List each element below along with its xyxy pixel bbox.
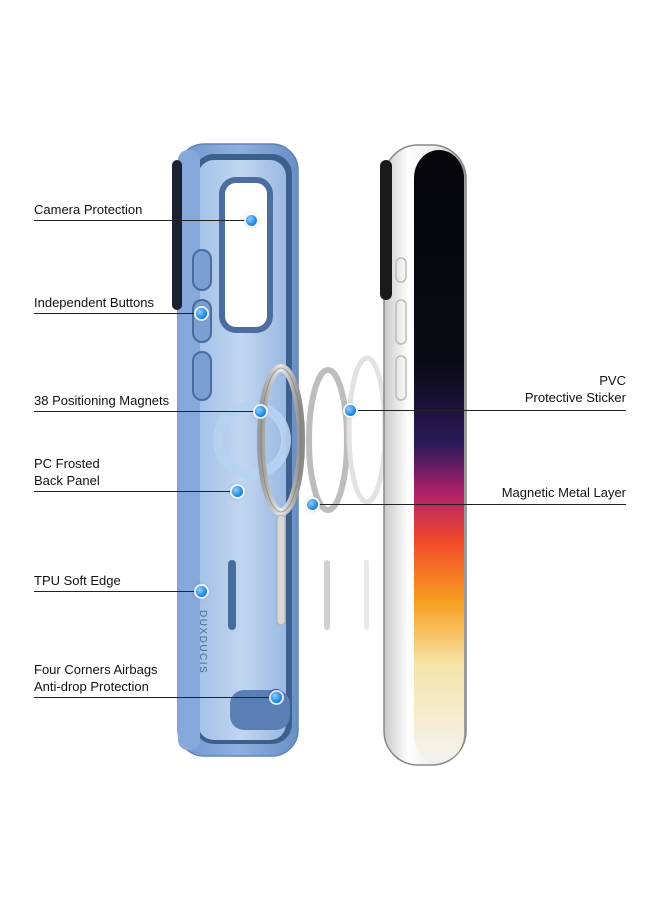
airbags-dot	[271, 692, 282, 703]
tpu-soft-edge-label: TPU Soft Edge	[34, 573, 121, 588]
positioning-magnets-dot	[255, 406, 266, 417]
back-panel-label-line1: PC Frosted	[34, 456, 100, 471]
brand-text: DUXDUCIS	[197, 610, 208, 674]
back-panel-dot	[232, 486, 243, 497]
metal-layer-line	[312, 504, 626, 505]
positioning-magnets-label: 38 Positioning Magnets	[34, 393, 170, 408]
airbags-label-line1: Four Corners Airbags	[34, 662, 158, 677]
airbags-label-line2: Anti-drop Protection	[34, 679, 149, 694]
tpu-soft-edge-dot	[196, 586, 207, 597]
camera-protection-label: Camera Protection	[34, 202, 143, 217]
camera-protection-dot	[246, 215, 257, 226]
metal-layer-dot	[307, 499, 318, 510]
tpu-soft-edge-line	[34, 591, 202, 592]
positioning-magnets-line	[34, 411, 260, 412]
independent-buttons-line	[34, 313, 202, 314]
back-panel-label-line2: Back Panel	[34, 473, 100, 488]
phone-case	[172, 143, 299, 757]
pvc-label-line1: PVC	[599, 373, 626, 388]
pvc-dot	[345, 405, 356, 416]
pvc-line	[350, 410, 626, 411]
pvc-label-line2: Protective Sticker	[524, 390, 626, 405]
metal-layer-label: Magnetic Metal Layer	[501, 485, 626, 500]
phone	[380, 144, 467, 766]
independent-buttons-label: Independent Buttons	[34, 295, 154, 310]
independent-buttons-dot	[196, 308, 207, 319]
airbags-line	[34, 697, 276, 698]
camera-protection-line	[34, 220, 252, 221]
back-panel-line	[34, 491, 238, 492]
